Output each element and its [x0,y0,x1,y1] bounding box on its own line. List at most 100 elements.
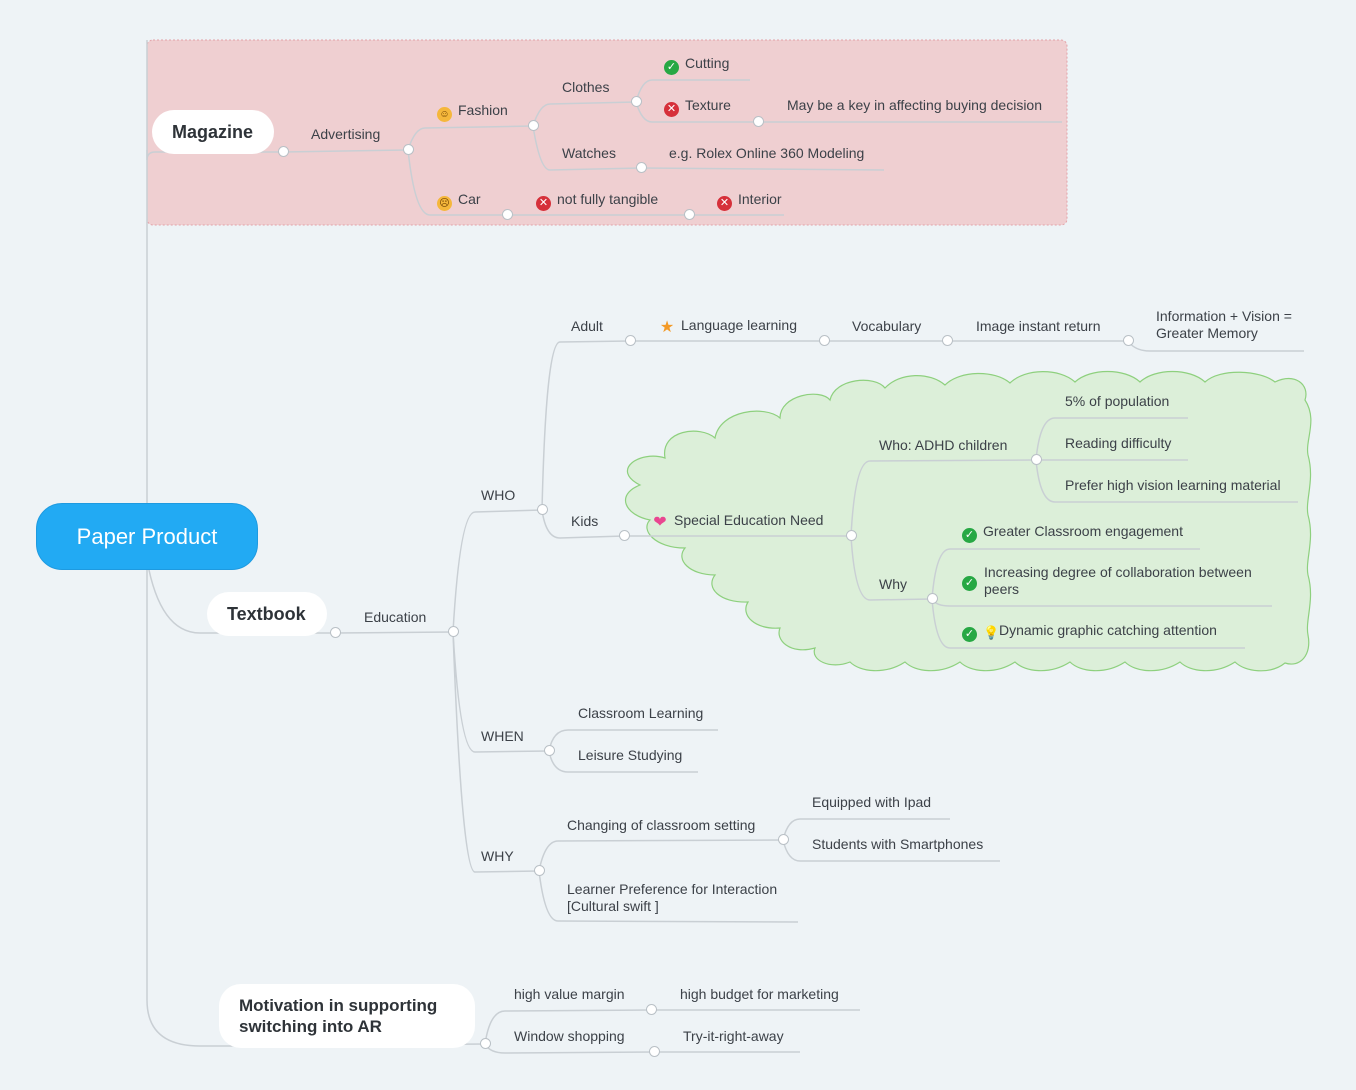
topic-high-budget[interactable]: high budget for marketing [680,986,839,1003]
topic-label: Image instant return [976,318,1101,334]
smile-icon: ☺ [437,107,452,122]
topic-fashion[interactable]: ☺Fashion [437,102,508,122]
topic-language-learning[interactable]: ★Language learning [659,317,797,336]
topic-not-tangible[interactable]: ✕ not fully tangible [536,191,658,211]
topic-label: Why [879,576,907,592]
topic-label: Equipped with Ipad [812,794,932,810]
topic-watches[interactable]: Watches [562,145,616,162]
collapse-knot[interactable] [753,116,764,127]
collapse-knot[interactable] [403,144,414,155]
topic-label: Special Education Need [674,512,824,528]
topic-smartphones[interactable]: Students with Smartphones [812,836,983,853]
collapse-knot[interactable] [927,593,938,604]
lightbulb-icon: 💡 [983,625,1000,640]
topic-classroom-learning[interactable]: Classroom Learning [578,705,703,722]
topic-reading[interactable]: Reading difficulty [1065,435,1171,452]
topic-label: high budget for marketing [680,986,839,1002]
central-topic[interactable]: Paper Product [36,503,258,570]
topic-kids[interactable]: Kids [571,513,598,530]
cross-icon: ✕ [717,196,732,211]
topic-population[interactable]: 5% of population [1065,393,1169,410]
topic-why-kids[interactable]: Why [879,576,907,593]
main-topic-magazine[interactable]: Magazine [152,110,274,154]
topic-vocabulary[interactable]: Vocabulary [852,318,921,335]
collapse-knot[interactable] [1031,454,1042,465]
topic-who[interactable]: WHO [481,487,515,504]
topic-learner-pref[interactable]: Learner Preference for Interaction [Cult… [567,881,792,915]
collapse-knot[interactable] [534,865,545,876]
topic-collaboration[interactable]: Increasing degree of collaboration betwe… [984,564,1269,598]
collapse-knot[interactable] [646,1004,657,1015]
topic-label: Students with Smartphones [812,836,984,852]
topic-cutting[interactable]: ✓Cutting [664,55,729,75]
topic-car[interactable]: ☹ Car [437,191,481,211]
collapse-knot[interactable] [625,335,636,346]
topic-ipad[interactable]: Equipped with Ipad [812,794,931,811]
topic-clothes[interactable]: Clothes [562,79,609,96]
topic-when[interactable]: WHEN [481,728,524,745]
main-topic-motivation[interactable]: Motivation in supporting switching into … [219,984,475,1048]
collapse-knot[interactable] [537,504,548,515]
topic-texture[interactable]: ✕Texture [664,97,731,117]
collapse-knot[interactable] [778,834,789,845]
collapse-knot[interactable] [684,209,695,220]
collapse-knot[interactable] [502,209,513,220]
topic-label: Car [458,191,481,207]
topic-advertising[interactable]: Advertising [311,126,380,143]
collapse-knot[interactable] [636,162,647,173]
collapse-knot[interactable] [448,626,459,637]
topic-adult[interactable]: Adult [571,318,603,335]
topic-label: Learner Preference for Interaction [Cult… [567,881,778,914]
topic-label: Vocabulary [852,318,922,334]
topic-interior[interactable]: ✕ Interior [717,191,782,211]
topic-high-value[interactable]: high value margin [514,986,625,1003]
topic-dynamic[interactable]: ✓💡Dynamic graphic catching attention [962,622,1217,642]
topic-label: Clothes [562,79,610,95]
topic-label: not fully tangible [557,191,659,207]
topic-label: May be a key in affecting buying decisio… [787,97,1043,113]
topic-label: Texture [685,97,731,113]
topic-window[interactable]: Window shopping [514,1028,625,1045]
topic-label: Prefer high vision learning material [1065,477,1281,493]
topic-label: Leisure Studying [578,747,683,763]
collapse-knot[interactable] [619,530,630,541]
collapse-knot[interactable] [330,627,341,638]
topic-texture-note[interactable]: May be a key in affecting buying decisio… [787,97,1042,114]
collapse-knot[interactable] [480,1038,491,1049]
topic-leisure[interactable]: Leisure Studying [578,747,682,764]
topic-label: Dynamic graphic catching attention [999,622,1217,638]
topic-changing[interactable]: Changing of classroom setting [567,817,755,834]
topic-label: Interior [738,191,782,207]
kids-cloud-boundary[interactable] [625,371,1312,672]
collapse-knot[interactable] [1123,335,1134,346]
topic-label: WHY [481,848,514,864]
collapse-knot[interactable] [278,146,289,157]
topic-image-return[interactable]: Image instant return [976,318,1101,335]
cross-icon: ✕ [536,196,551,211]
collapse-knot[interactable] [942,335,953,346]
topic-special-need[interactable]: ❤Special Education Need [652,512,824,531]
collapse-knot[interactable] [631,96,642,107]
topic-label: Adult [571,318,603,334]
collapse-knot[interactable] [528,120,539,131]
topic-engagement[interactable]: ✓Greater Classroom engagement [962,523,1183,543]
sad-icon: ☹ [437,196,452,211]
topic-try[interactable]: Try-it-right-away [683,1028,784,1045]
collapse-knot[interactable] [819,335,830,346]
magazine-boundary[interactable] [146,39,1068,226]
topic-label: WHEN [481,728,524,744]
topic-why[interactable]: WHY [481,848,514,865]
topic-education[interactable]: Education [364,609,426,626]
topic-label: Information + Vision = Greater Memory [1156,308,1292,341]
topic-watches-note[interactable]: e.g. Rolex Online 360 Modeling [669,145,864,162]
topic-prefer-vision[interactable]: Prefer high vision learning material [1065,477,1281,494]
collapse-knot[interactable] [649,1046,660,1057]
collapse-knot[interactable] [544,745,555,756]
topic-info-vision[interactable]: Information + Vision = Greater Memory [1156,308,1296,342]
collapse-knot[interactable] [846,530,857,541]
topic-label: Watches [562,145,616,161]
main-topic-textbook[interactable]: Textbook [207,592,327,636]
topic-who-adhd[interactable]: Who: ADHD children [879,437,1007,454]
